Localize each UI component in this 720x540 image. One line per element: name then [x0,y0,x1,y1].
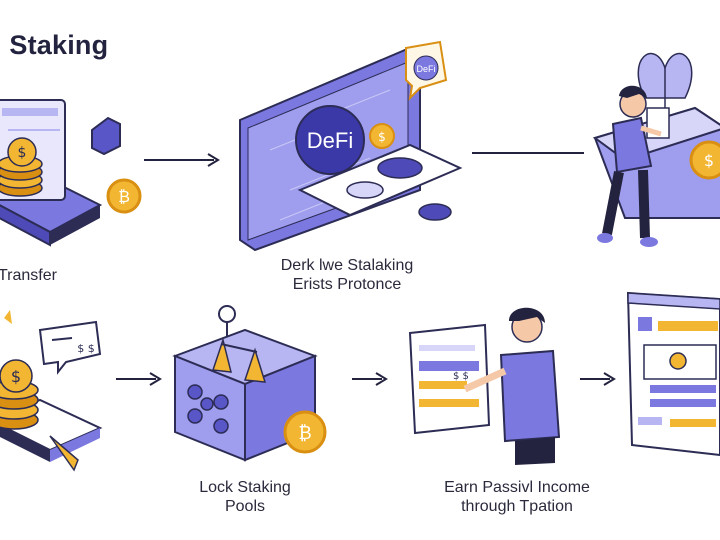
diagram-title: i Staking [0,30,109,60]
svg-text:₿: ₿ [298,423,311,444]
defi-badge-label: DeFi [307,128,353,153]
step-defi-caption: Derk lwe Stalaking Erists Protonce [280,257,414,293]
step-lock-pools-caption: Lock Staking Pools [199,479,291,515]
step-defi-illustration: DeFi $ DeFi [230,40,470,255]
chat-bubble-icon: $ $ [38,320,102,375]
dollar-coin-icon: $ [689,140,720,180]
bitcoin-coin-icon: ₿ [106,178,142,214]
svg-text:$ $: $ $ [453,371,469,382]
arrow-3 [352,372,388,386]
bubble-label: DeFi [416,64,435,74]
bitcoin-coin-icon: ₿ [283,410,327,454]
connector-line [472,152,584,154]
person-icon [463,307,561,465]
arrow-1 [144,153,220,167]
step-lock-pools-illustration: ₿ [165,300,335,475]
person-icon [597,85,662,247]
step-transfer-caption: Transfer [0,267,57,284]
coin-stack-icon: $ [0,359,39,430]
coin-stack-icon: $ [0,137,43,197]
step-coin-stack-illustration: $ $ $ [0,310,110,505]
step-earn-income-illustration: $ $ [405,305,585,480]
chat-bubble-icon: DeFi [405,40,448,101]
svg-text:$: $ [11,367,21,386]
chat-bubble-label: $ $ [77,342,95,355]
step-transfer-illustration: $ ₿ [0,90,150,265]
arrow-2 [116,372,162,386]
svg-text:$: $ [378,130,386,144]
svg-text:$: $ [18,145,27,161]
step-earn-income-caption: Earn Passivl Income through Tpation [444,479,590,515]
wallet-icon [91,116,121,156]
step-staking-desk-illustration: $ [585,38,720,263]
svg-text:₿: ₿ [118,187,130,206]
svg-text:$: $ [704,151,714,170]
step-dashboard-illustration [622,285,720,480]
arrow-4 [580,372,616,386]
plant-icon [637,52,693,108]
